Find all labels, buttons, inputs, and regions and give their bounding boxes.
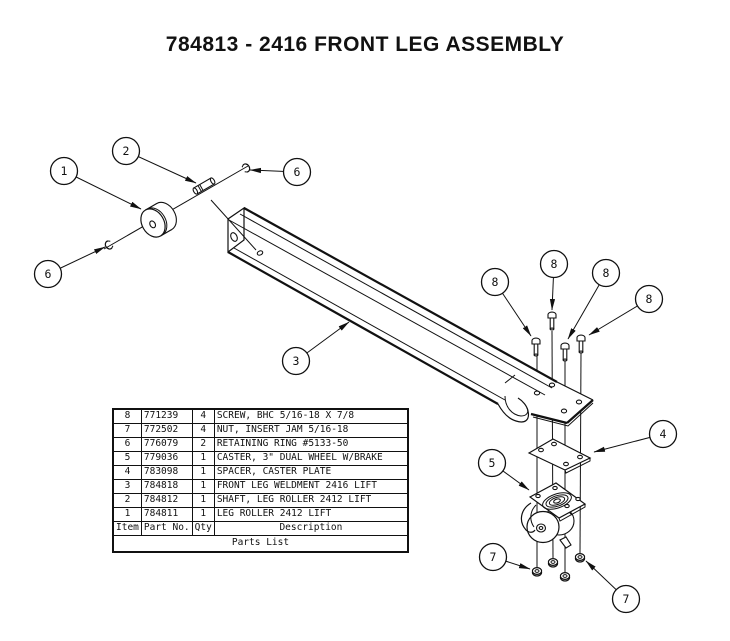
- cell-item: 2: [112, 492, 142, 508]
- cell-part-no: 771239: [140, 408, 193, 424]
- part-shaft: [192, 177, 216, 195]
- part-screw-4: [576, 334, 586, 354]
- cell-part-no: 776079: [140, 436, 193, 452]
- svg-text:4: 4: [660, 427, 667, 441]
- table-header-row: Item Part No. Qty Description: [112, 520, 409, 536]
- svg-text:2: 2: [123, 144, 130, 158]
- table-row: 8 771239 4 SCREW, BHC 5/16-18 X 7/8: [112, 408, 409, 424]
- col-header-qty: Qty: [191, 520, 215, 536]
- table-row: 4 783098 1 SPACER, CASTER PLATE: [112, 464, 409, 480]
- col-header-item: Item: [112, 520, 142, 536]
- cell-item: 6: [112, 436, 142, 452]
- part-spacer-plate: [527, 438, 592, 474]
- cell-qty: 1: [191, 492, 215, 508]
- col-header-part-no: Part No.: [140, 520, 193, 536]
- cell-description: NUT, INSERT JAM 5/16-18: [213, 422, 409, 438]
- svg-text:1: 1: [61, 164, 68, 178]
- callout-item-8-c: 8: [591, 258, 621, 288]
- cell-qty: 4: [191, 422, 215, 438]
- cell-description: SPACER, CASTER PLATE: [213, 464, 409, 480]
- callout-item-7-right: 7: [611, 584, 641, 614]
- cell-part-no: 772502: [140, 422, 193, 438]
- table-row: 1 784811 1 LEG ROLLER 2412 LIFT: [112, 506, 409, 522]
- svg-text:6: 6: [45, 267, 52, 281]
- callout-item-8-a: 8: [480, 267, 510, 297]
- cell-qty: 2: [191, 436, 215, 452]
- callout-item-4: 4: [648, 419, 678, 449]
- part-retaining-ring-upper: [241, 163, 251, 173]
- callout-item-1: 1: [49, 156, 79, 186]
- part-leg-roller: [140, 201, 177, 238]
- table-footer-row: Parts List: [112, 534, 409, 553]
- parts-list-caption: Parts List: [112, 534, 409, 553]
- table-row: 5 779036 1 CASTER, 3" DUAL WHEEL W/BRAKE: [112, 450, 409, 466]
- table-row: 3 784818 1 FRONT LEG WELDMENT 2416 LIFT: [112, 478, 409, 494]
- drawing-title: 784813 - 2416 FRONT LEG ASSEMBLY: [165, 33, 565, 56]
- cell-item: 8: [112, 408, 142, 424]
- callout-item-6-lower: 6: [33, 259, 63, 289]
- cell-item: 1: [112, 506, 142, 522]
- part-nut-3: [559, 571, 571, 582]
- callout-item-6-upper: 6: [282, 157, 312, 187]
- callout-item-5: 5: [477, 448, 507, 478]
- svg-text:8: 8: [551, 257, 558, 271]
- cell-part-no: 784812: [140, 492, 193, 508]
- cell-part-no: 779036: [140, 450, 193, 466]
- cell-description: CASTER, 3" DUAL WHEEL W/BRAKE: [213, 450, 409, 466]
- cell-qty: 1: [191, 464, 215, 480]
- callout-item-7-left: 7: [478, 542, 508, 572]
- part-front-leg-weldment: [210, 199, 594, 427]
- cell-qty: 1: [191, 506, 215, 522]
- part-caster: [520, 482, 587, 549]
- svg-text:6: 6: [294, 165, 301, 179]
- cell-part-no: 783098: [140, 464, 193, 480]
- svg-text:8: 8: [603, 266, 610, 280]
- part-screw-3: [560, 342, 570, 362]
- svg-text:7: 7: [490, 550, 497, 564]
- cell-item: 7: [112, 422, 142, 438]
- cell-item: 4: [112, 464, 142, 480]
- table-row: 7 772502 4 NUT, INSERT JAM 5/16-18: [112, 422, 409, 438]
- part-nut-1: [531, 566, 543, 577]
- cell-description: LEG ROLLER 2412 LIFT: [213, 506, 409, 522]
- cell-description: FRONT LEG WELDMENT 2416 LIFT: [213, 478, 409, 494]
- table-row: 2 784812 1 SHAFT, LEG ROLLER 2412 LIFT: [112, 492, 409, 508]
- svg-text:5: 5: [489, 456, 496, 470]
- cell-description: RETAINING RING #5133-50: [213, 436, 409, 452]
- part-screw-1: [547, 311, 557, 331]
- svg-text:3: 3: [293, 354, 300, 368]
- cell-description: SCREW, BHC 5/16-18 X 7/8: [213, 408, 409, 424]
- callout-item-8-b: 8: [539, 249, 569, 279]
- cell-part-no: 784811: [140, 506, 193, 522]
- cell-qty: 1: [191, 450, 215, 466]
- callout-item-3: 3: [281, 346, 311, 376]
- svg-text:7: 7: [623, 592, 630, 606]
- cell-item: 3: [112, 478, 142, 494]
- cell-item: 5: [112, 450, 142, 466]
- cell-description: SHAFT, LEG ROLLER 2412 LIFT: [213, 492, 409, 508]
- part-screw-2: [531, 337, 541, 357]
- col-header-description: Description: [213, 520, 409, 536]
- part-retaining-ring-lower: [104, 240, 114, 250]
- parts-list: 8 771239 4 SCREW, BHC 5/16-18 X 7/8 7 77…: [112, 408, 409, 553]
- cell-part-no: 784818: [140, 478, 193, 494]
- part-nut-4: [574, 552, 586, 563]
- svg-text:8: 8: [492, 275, 499, 289]
- cell-qty: 1: [191, 478, 215, 494]
- table-row: 6 776079 2 RETAINING RING #5133-50: [112, 436, 409, 452]
- callout-item-8-d: 8: [634, 284, 664, 314]
- svg-text:8: 8: [646, 292, 653, 306]
- part-nut-2: [547, 557, 559, 568]
- cell-qty: 4: [191, 408, 215, 424]
- callout-item-2: 2: [111, 136, 141, 166]
